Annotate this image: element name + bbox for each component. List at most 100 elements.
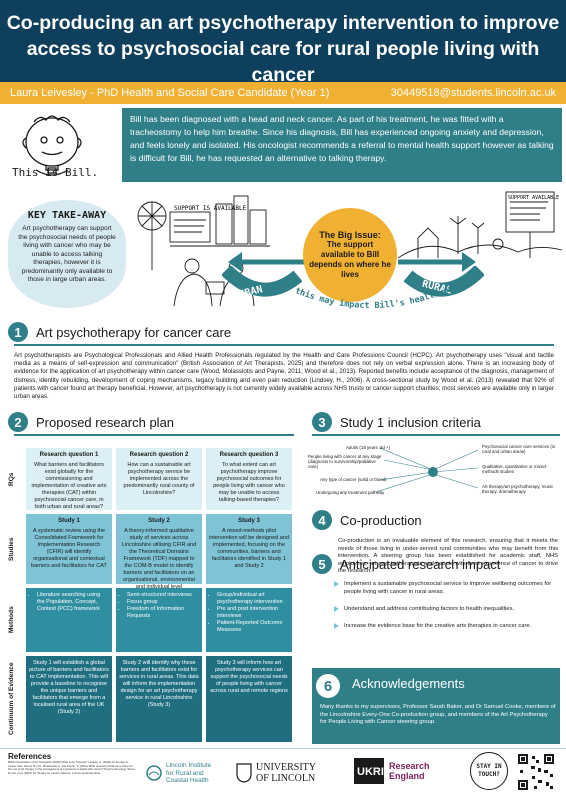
impact-item: Implement a sustainable psychosocial ser…	[334, 580, 560, 596]
re-line-2: England	[389, 771, 425, 781]
author-name: Laura Leivesley - PhD Health and Social …	[10, 87, 330, 99]
lirch-logo-icon	[146, 765, 162, 781]
ukri-logo-icon: UKRI	[354, 758, 384, 784]
arrow-to-rural	[398, 252, 476, 272]
lirch-line-3: Coastal Health	[166, 777, 209, 784]
rq-1-text: What barriers and facilitators exist glo…	[31, 462, 107, 510]
title-line-2: access to psychosocial care for rural pe…	[26, 38, 540, 86]
rq-3-head: Research question 3	[219, 452, 279, 458]
svg-text:UKRI: UKRI	[357, 766, 384, 778]
section-1-number: 1	[8, 322, 28, 342]
svg-text:and this may impact Bill's hea: and this may impact Bill's health outcom…	[270, 276, 469, 311]
title-line-1: Co-producing an art psychotherapy interv…	[6, 12, 560, 34]
section-2-number: 2	[8, 412, 28, 432]
incl-left-2: People living with cancer at any stage (…	[308, 454, 382, 469]
bill-caption: This is Bill.	[12, 166, 99, 179]
poster-footer	[0, 748, 566, 800]
big-issue-text: The support available to Bill depends on…	[309, 240, 391, 279]
row-label-rqs: RQs	[8, 472, 15, 486]
section-2-title: Proposed research plan	[36, 414, 175, 430]
rq-2-head: Research question 2	[129, 452, 189, 458]
method-item: Focus group	[127, 599, 199, 606]
qr-code-icon[interactable]	[516, 752, 556, 792]
re-line-1: Research	[389, 761, 430, 771]
study-1-text: A systematic review using the Consolidat…	[31, 528, 107, 569]
references-text: British Association of Art Therapists (2…	[8, 760, 136, 775]
urban-sign-text: SUPPORT IS AVAILABLE	[174, 205, 247, 212]
row-label-evidence: Continuum of Evidence	[8, 662, 15, 736]
section-4-title: Co-production	[340, 512, 422, 528]
university-crest-icon	[236, 763, 252, 783]
poster-title: Co-producing an art psychotherapy interv…	[0, 10, 566, 88]
rq-3-text: To what extent can art psychotherapy imp…	[213, 462, 285, 503]
section-6-number: 6	[316, 674, 340, 698]
bill-illustration	[22, 115, 82, 176]
inclusion-connectors	[375, 447, 479, 493]
study-3-cell: Study 3 A mixed-methods pilot interventi…	[206, 514, 292, 584]
section-6-title: Acknowledgements	[352, 676, 465, 691]
incl-left-3: Any type of cancer (solid or blood)	[320, 477, 387, 482]
study-3-text: A mixed-methods pilot intervention will …	[209, 528, 289, 569]
rq-3-cell: Research question 3 To what extent can a…	[206, 448, 292, 510]
research-england-logo: UKRI Research England	[354, 758, 430, 784]
university-name: UNIVERSITY OF LINCOLN	[256, 762, 316, 784]
section-5-title: Anticipated research impact	[340, 556, 501, 572]
method-item: Freedom of Information Requests	[127, 606, 199, 620]
section-6-text: Many thanks to my supervisors, Professor…	[320, 704, 556, 726]
stay-line-1: STAY IN	[476, 763, 502, 770]
section-3-title: Study 1 inclusion criteria	[340, 414, 481, 430]
method-item: Patient-Reported Outcome Measures	[217, 620, 289, 634]
urban-banner: URBAN	[222, 266, 302, 302]
arrow-to-urban	[228, 252, 306, 272]
incl-left-4: Undergoing any treatment pathway	[316, 490, 385, 495]
section-2-header: 2 Proposed research plan	[8, 412, 174, 432]
health-outcome-arc: and this may impact Bill's health outcom…	[270, 276, 469, 311]
section-3-header: 3 Study 1 inclusion criteria	[312, 412, 481, 432]
evidence-3-cell: Study 3 will inform how art psychotherap…	[206, 656, 292, 742]
lirch-line-1: Lincoln Institute	[166, 762, 212, 769]
incl-left-1: Adults (18 years old +)	[346, 445, 391, 450]
study-3-head: Study 3	[238, 518, 260, 524]
incl-right-2: Qualitative, quantitative or mixed-metho…	[482, 464, 548, 474]
research-plan-grid: RQs Studies Methods Continuum of Evidenc…	[8, 444, 293, 744]
impact-item: Increase the evidence base for the creat…	[334, 622, 560, 630]
university-logo: UNIVERSITY OF LINCOLN	[236, 762, 328, 784]
method-item: Semi-structured interviews	[127, 592, 199, 599]
section-2-divider	[14, 434, 294, 436]
section-3-divider	[312, 434, 560, 436]
study-2-head: Study 2	[148, 518, 170, 524]
section-1-title: Art psychotherapy for cancer care	[36, 324, 232, 340]
rq-2-text: How can a sustainable art psychotherapy …	[123, 462, 195, 496]
rural-sign-text: SUPPORT AVAILABLE	[508, 195, 559, 201]
section-5-number: 5	[312, 554, 332, 574]
big-issue-circle: The Big Issue: The support available to …	[303, 208, 397, 302]
takeaway-text: Art psychotherapy can support the psycho…	[18, 225, 116, 283]
method-item: Pre and post intervention interviews	[217, 606, 289, 620]
section-4-header: 4 Co-production	[312, 510, 422, 530]
lirch-line-2: for Rural and	[166, 769, 204, 777]
study-2-cell: Study 2 A theory-informed qualitative st…	[116, 514, 202, 590]
section-5-header: 5 Anticipated research impact	[312, 554, 500, 574]
methods-1-cell: Literature searching using the Populatio…	[26, 588, 112, 652]
impact-list: Implement a sustainable psychosocial ser…	[334, 580, 560, 639]
inclusion-criteria-diagram: Adults (18 years old +) People living wi…	[306, 442, 560, 502]
row-label-studies: Studies	[8, 537, 15, 561]
methods-3-cell: Group/individual art psychotherapy inter…	[206, 588, 292, 652]
references-title: References	[8, 752, 52, 761]
section-4-text: Co-production is an invaluable element o…	[338, 538, 558, 575]
key-takeaway: KEY TAKE-AWAY Art psychotherapy can supp…	[8, 200, 126, 308]
author-email[interactable]: 30449518@students.lincoln.ac.uk	[390, 87, 556, 99]
rq-2-cell: Research question 2 How can a sustainabl…	[116, 448, 202, 510]
arc-text: and this may impact Bill's health outcom…	[270, 276, 469, 311]
author-bar: Laura Leivesley - PhD Health and Social …	[0, 82, 566, 104]
method-item: Group/individual art psychotherapy inter…	[217, 592, 289, 606]
acknowledgements-box: 6 Acknowledgements Many thanks to my sup…	[312, 668, 560, 744]
lirch-logo: Lincoln Institute for Rural and Coastal …	[146, 762, 211, 785]
evidence-2-cell: Study 2 will identify why these barriers…	[116, 656, 202, 742]
section-3-number: 3	[312, 412, 332, 432]
section-1-header: 1 Art psychotherapy for cancer care	[8, 322, 231, 342]
row-label-methods: Methods	[8, 606, 15, 634]
incl-right-1: Psychosocial cancer care services (in ru…	[482, 444, 556, 454]
rural-sketch: SUPPORT AVAILABLE	[398, 191, 563, 259]
stay-in-touch-badge: STAY IN TOUCH?	[470, 752, 508, 790]
